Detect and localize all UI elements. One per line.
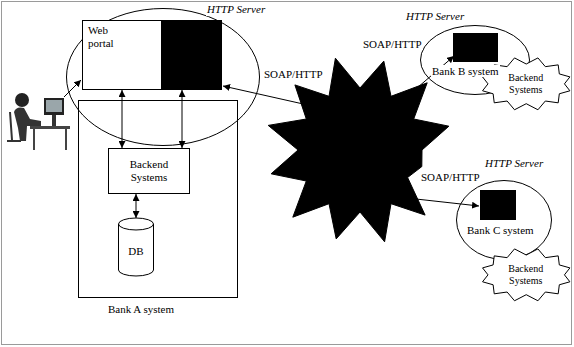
bank-system-box: Bank A systemBackend SystemsDB [78,100,238,298]
person-body [14,108,41,142]
network-cloud [268,58,449,242]
ellipse-outline [457,181,552,260]
web-portal-box: Web portal [82,20,162,90]
system-label: Bank C system [466,224,535,237]
protocol-label: SOAP/HTTP [420,171,481,184]
backend-box: Backend Systems [108,148,190,194]
backend-starburst: Backend Systems [480,247,572,303]
person-head [15,93,29,107]
http-server-ellipse: HTTP ServerBank C system [456,180,552,260]
box-label: Backend Systems [502,263,550,286]
cylinder-body [119,218,154,276]
internal-arrow [182,90,183,148]
system-label: Bank A system [107,303,175,316]
cylinder-rim [119,224,154,230]
system-label: Bank B system [431,65,500,78]
protocol-label: SOAP/HTTP [362,38,423,51]
starburst-outline [482,58,569,110]
box-label: DB [127,245,144,258]
server-label: HTTP Server [484,157,544,170]
person-at-computer [7,93,70,150]
ellipse-outline [67,9,260,146]
service-block [480,190,516,220]
desk-legs [34,129,66,150]
monitor-screen [46,100,62,112]
starburst-outline [482,249,569,301]
monitor-stand [52,115,56,126]
service-block [162,20,222,90]
server-label: HTTP Server [206,3,266,16]
box-label: Backend Systems [123,158,175,183]
box-label: Backend Systems [502,72,550,95]
monitor [44,98,64,115]
desk [30,126,70,129]
http-server-ellipse-outline [456,180,552,260]
server-label: HTTP Server [405,10,465,23]
protocol-label: SOAP/HTTP [263,68,324,81]
connector-arrow [136,194,137,218]
database-cylinder: DB [118,218,154,276]
http-server-circle: HTTP ServerWeb portal [66,8,260,146]
service-block [453,33,498,62]
box-label: Web portal [87,24,133,49]
